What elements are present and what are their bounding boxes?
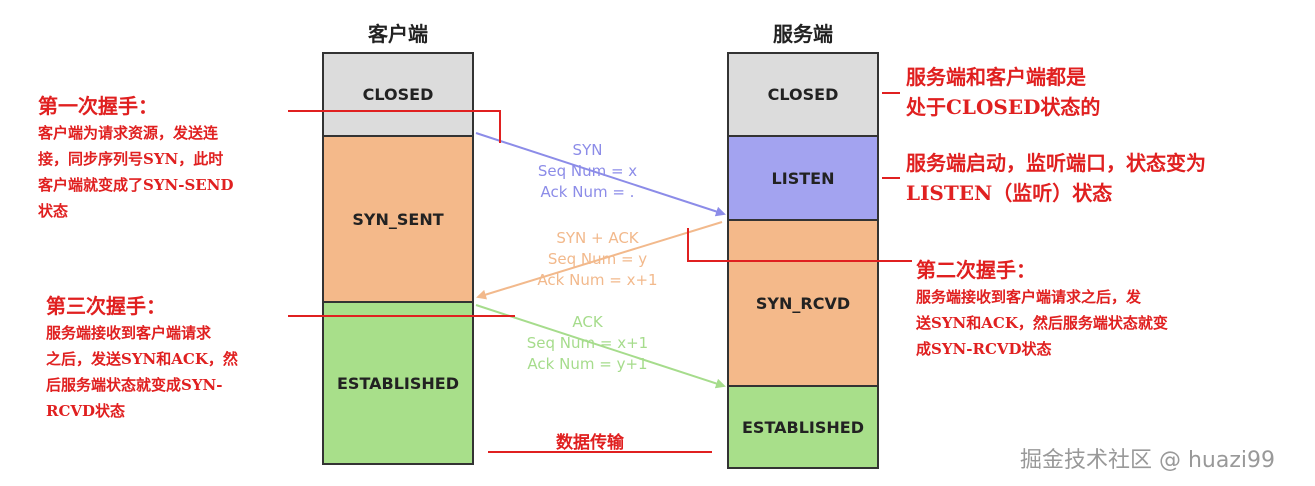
first-handshake-line-1: 客户端为请求资源，发送连: [38, 124, 219, 142]
server-title: 服务端: [773, 22, 833, 46]
first-handshake-connector: [288, 110, 501, 143]
second-handshake-line-1: 服务端接收到客户端请求之后，发: [916, 288, 1142, 306]
first-handshake-line-2: 接，同步序列号SYN，此时: [38, 150, 224, 168]
closed-state-note: 服务端和客户端都是 处于CLOSED状态的: [906, 62, 1166, 122]
second-handshake-line-3: 成SYN-RCVD状态: [916, 340, 1052, 358]
server-state-syn-rcvd: SYN_RCVD: [727, 219, 879, 387]
listen-note-line-1: 服务端启动，监听端口，状态变为: [906, 151, 1206, 175]
watermark: 掘金技术社区 @ huazi99: [1020, 448, 1276, 473]
listen-state-note: 服务端启动，监听端口，状态变为 LISTEN（监听）状态: [906, 148, 1306, 208]
data-transfer-label: 数据传输: [556, 433, 624, 453]
client-state-syn-sent: SYN_SENT: [322, 135, 474, 303]
closed-note-line-2: 处于CLOSED状态的: [906, 95, 1101, 119]
server-state-listen: LISTEN: [727, 135, 879, 221]
syn-ack-line-2: Seq Num = y: [547, 250, 648, 268]
server-state-established: ESTABLISHED: [727, 385, 879, 469]
client-title: 客户端: [368, 22, 428, 46]
syn-ack-arrow: [476, 221, 723, 300]
third-handshake-note: 第三次握手： 服务端接收到客户端请求 之后，发送SYN和ACK，然 后服务端状态…: [46, 292, 296, 424]
ack-message-label: ACK Seq Num = x+1 Ack Num = y+1: [500, 312, 675, 375]
syn-ack-message-label: SYN + ACK Seq Num = y Ack Num = x+1: [510, 228, 685, 291]
third-handshake-line-3: 后服务端状态就变成SYN-: [46, 376, 223, 394]
second-handshake-connector: [687, 228, 912, 262]
first-handshake-line-4: 状态: [38, 202, 69, 220]
second-handshake-line-2: 送SYN和ACK，然后服务端状态就变: [916, 314, 1168, 332]
ack-line-2: Seq Num = x+1: [526, 334, 649, 352]
syn-ack-line-1: SYN + ACK: [556, 229, 639, 247]
syn-line-3: Ack Num = .: [540, 183, 635, 201]
syn-arrow: [475, 132, 726, 217]
first-handshake-title: 第一次握手：: [38, 94, 158, 118]
ack-line-3: Ack Num = y+1: [527, 355, 648, 373]
third-handshake-line-2: 之后，发送SYN和ACK，然: [46, 350, 238, 368]
closed-note-line-1: 服务端和客户端都是: [906, 65, 1086, 89]
third-handshake-title: 第三次握手：: [46, 294, 166, 318]
third-handshake-line-1: 服务端接收到客户端请求: [46, 324, 212, 342]
ack-line-1: ACK: [572, 313, 603, 331]
syn-message-label: SYN Seq Num = x Ack Num = .: [500, 140, 675, 203]
ack-arrow: [475, 304, 726, 389]
syn-ack-line-3: Ack Num = x+1: [537, 271, 658, 289]
first-handshake-line-3: 客户端就变成了SYN-SEND: [38, 176, 234, 194]
second-handshake-title: 第二次握手：: [916, 258, 1036, 282]
listen-note-line-2: LISTEN（监听）状态: [906, 181, 1113, 205]
first-handshake-note: 第一次握手： 客户端为请求资源，发送连 接，同步序列号SYN，此时 客户端就变成…: [38, 92, 288, 224]
syn-line-2: Seq Num = x: [537, 162, 638, 180]
second-handshake-note: 第二次握手： 服务端接收到客户端请求之后，发 送SYN和ACK，然后服务端状态就…: [916, 256, 1276, 362]
client-state-established: ESTABLISHED: [322, 301, 474, 465]
syn-line-1: SYN: [572, 141, 603, 159]
third-handshake-line-4: RCVD状态: [46, 402, 126, 420]
server-state-closed: CLOSED: [727, 52, 879, 137]
